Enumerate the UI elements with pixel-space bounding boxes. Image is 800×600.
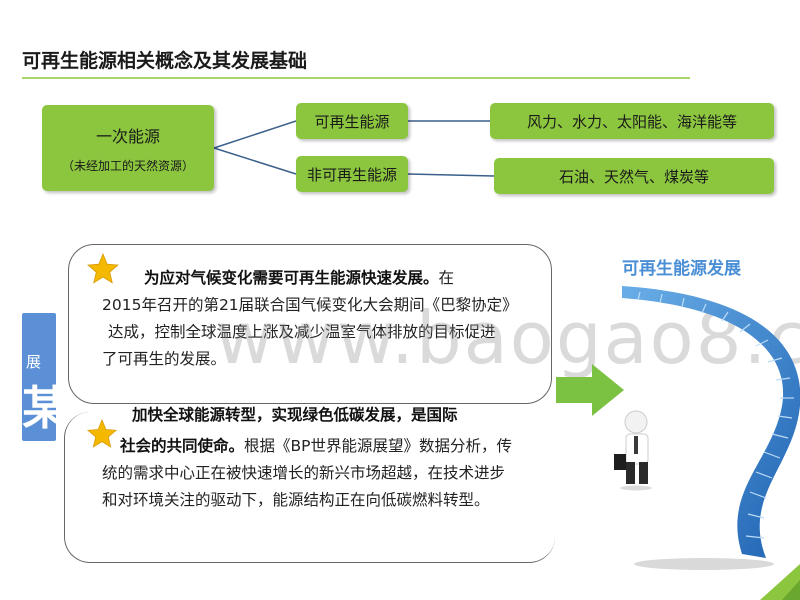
development-title: 可再生能源发展 <box>622 259 741 279</box>
renewable-examples-box: 风力、水力、太阳能、海洋能等 <box>490 103 774 139</box>
paragraph-2-bold-line1: 加快全球能源转型，实现绿色低碳发展，是国际 <box>132 406 458 424</box>
paragraph-2-bold-line2: 社会的共同使命。 <box>120 437 245 455</box>
paragraph-2-line3: 统的需求中心正在被快速增长的新兴市场超越，在技术进步 <box>102 464 506 482</box>
person-figure <box>614 410 652 491</box>
primary-energy-box: 一次能源 （未经加工的天然资源） <box>42 105 214 191</box>
renewable-box: 可再生能源 <box>296 103 408 139</box>
paragraph-1-line1-tail: 在 <box>438 269 455 287</box>
page-title: 可再生能源相关概念及其发展基础 <box>22 50 308 72</box>
text-card-2 <box>64 412 555 563</box>
primary-energy-note: （未经加工的天然资源） <box>61 158 194 173</box>
paragraph-1: 为应对气候变化需要可再生能源快速发展。在 2015年召开的第21届联合国气候变化… <box>84 265 556 373</box>
paragraph-1-line2: 2015年召开的第21届联合国气候变化大会期间《巴黎协定》 <box>102 296 518 314</box>
nonrenewable-examples-box: 石油、天然气、煤炭等 <box>494 158 774 194</box>
star-icon <box>87 253 119 284</box>
paragraph-1-line4: 了可再生的发展。 <box>102 350 227 368</box>
title-underline <box>22 77 690 79</box>
nonrenewable-box: 非可再生能源 <box>296 156 408 192</box>
side-tab-small-text: 展 <box>26 353 42 371</box>
star-icon <box>87 418 117 448</box>
corner-decoration <box>760 564 800 600</box>
paragraph-1-bold: 为应对气候变化需要可再生能源快速发展。 <box>144 269 439 287</box>
side-tab-big-text: 某 <box>22 381 68 435</box>
arrow-right-icon <box>556 364 624 416</box>
side-tab: 展 某 <box>22 313 68 441</box>
paragraph-2-line2-tail: 根据《BP世界能源展望》数据分析，传 <box>244 437 512 455</box>
text-card-1 <box>68 244 552 404</box>
primary-energy-label: 一次能源 <box>95 126 160 146</box>
paragraph-2-line4: 和对环境关注的驱动下，能源结构正在向低碳燃料转型。 <box>102 491 490 509</box>
paragraph-2: 加快全球能源转型，实现绿色低碳发展，是国际 社会的共同使命。根据《BP世界能源展… <box>84 402 584 514</box>
staircase-illustration <box>614 286 800 570</box>
paragraph-1-line3: 达成，控制全球温度上涨及减少温室气体排放的目标促进 <box>108 323 496 341</box>
